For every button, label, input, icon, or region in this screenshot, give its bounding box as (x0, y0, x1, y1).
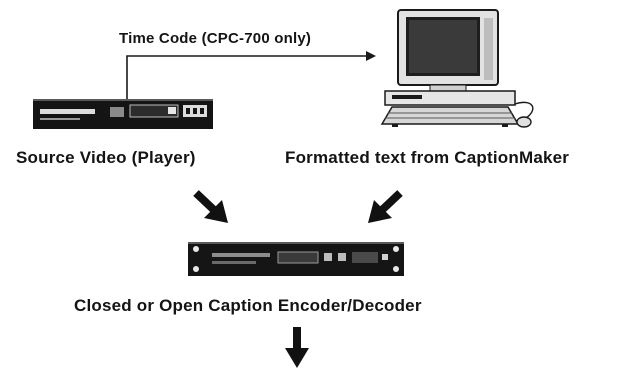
encoder-decoder-label: Closed or Open Caption Encoder/Decoder (74, 296, 422, 315)
computer-icon (380, 9, 534, 128)
time-code-connector (126, 51, 376, 100)
arrow-encoder-output (285, 327, 309, 368)
time-code-label: Time Code (CPC-700 only) (119, 30, 312, 47)
vcr-player-icon (33, 99, 213, 129)
arrow-computer-to-encoder (368, 190, 403, 223)
encoder-decoder-icon (188, 242, 404, 276)
formatted-text-label: Formatted text from CaptionMaker (285, 148, 570, 167)
source-video-label: Source Video (Player) (16, 148, 196, 167)
arrow-player-to-encoder (193, 190, 228, 223)
